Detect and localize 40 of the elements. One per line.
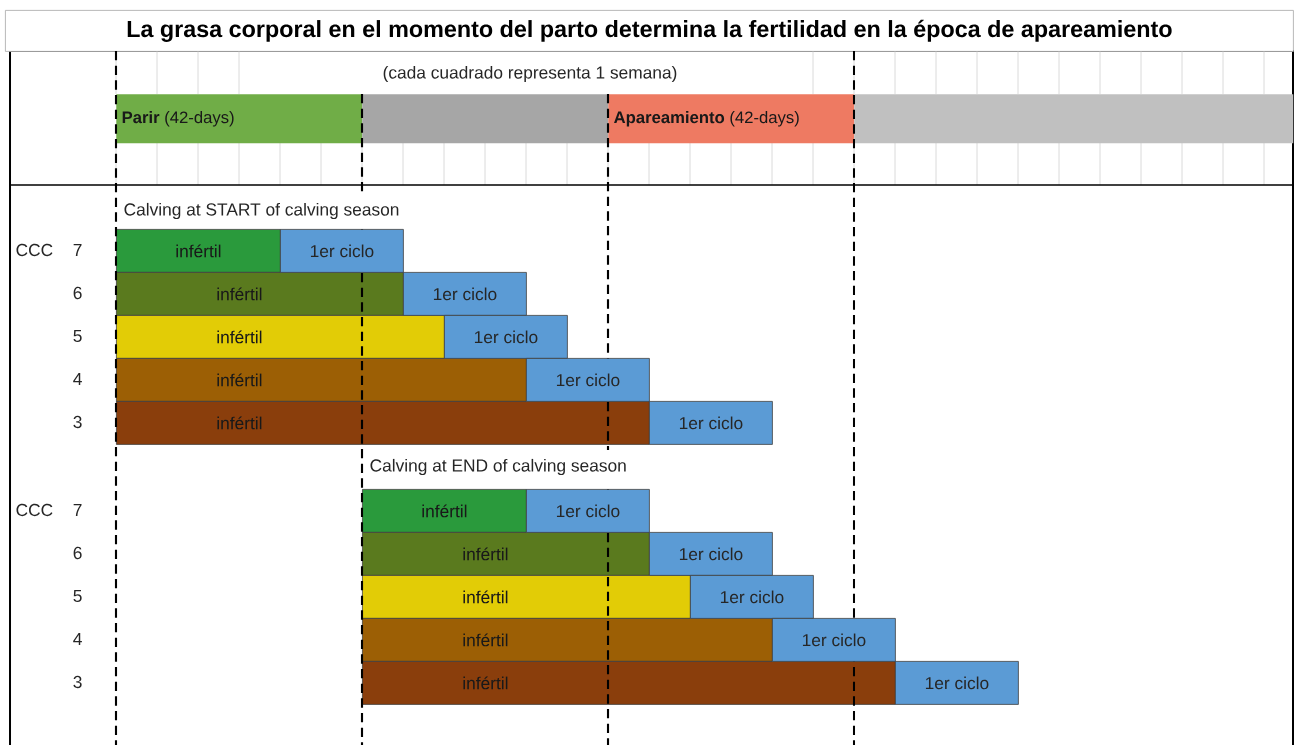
- infertile-bar: infértil: [362, 489, 527, 533]
- infertile-bar: infértil: [362, 661, 896, 705]
- note: (cada cuadrado representa 1 semana): [383, 65, 677, 83]
- cycle-bar: 1er ciclo: [690, 575, 814, 619]
- row-number: 3: [73, 415, 82, 429]
- row-number: 6: [73, 546, 82, 560]
- row-number: 5: [73, 589, 82, 603]
- infertile-bar: infértil: [116, 315, 445, 359]
- cycle-bar: 1er ciclo: [280, 229, 404, 273]
- infertile-bar: infértil: [362, 618, 773, 662]
- section-heading: Calving at END of calving season: [370, 458, 626, 476]
- cycle-bar: 1er ciclo: [526, 358, 650, 402]
- row-number: 6: [73, 286, 82, 300]
- period-bar: [854, 94, 1294, 144]
- row-number: 5: [73, 329, 82, 343]
- period-bar: Parir (42-days): [116, 94, 363, 144]
- row-number: 4: [73, 373, 82, 385]
- row-label: CCC: [16, 503, 53, 517]
- row-label: CCC: [16, 243, 53, 257]
- row-number: 7: [73, 244, 82, 256]
- row-number: 4: [73, 633, 82, 645]
- cycle-bar: 1er ciclo: [526, 489, 650, 533]
- cycle-bar: 1er ciclo: [403, 272, 527, 316]
- section-heading: Calving at START of calving season: [124, 202, 399, 220]
- infertile-bar: infértil: [116, 229, 281, 273]
- cycle-bar: 1er ciclo: [444, 315, 568, 359]
- infertile-bar: infértil: [116, 401, 650, 445]
- period-bar: [362, 94, 609, 144]
- period-bar: Apareamiento (42-days): [608, 94, 855, 144]
- row-number: 7: [73, 504, 82, 516]
- infertile-bar: infértil: [116, 272, 404, 316]
- infertile-bar: infértil: [362, 532, 650, 576]
- infertile-bar: infértil: [362, 575, 691, 619]
- row-number: 3: [73, 675, 82, 689]
- infertile-bar: infértil: [116, 358, 527, 402]
- cycle-bar: 1er ciclo: [649, 401, 773, 445]
- cycle-bar: 1er ciclo: [772, 618, 896, 662]
- cycle-bar: 1er ciclo: [649, 532, 773, 576]
- cycle-bar: 1er ciclo: [895, 661, 1019, 705]
- title: La grasa corporal en el momento del parto determina la fertilidad en la época de apareamiento: [5, 10, 1294, 52]
